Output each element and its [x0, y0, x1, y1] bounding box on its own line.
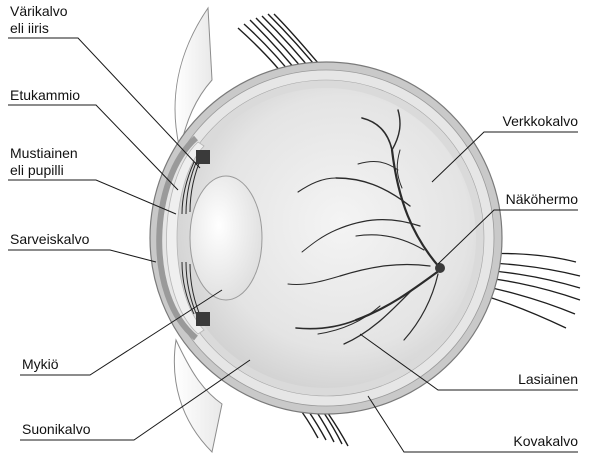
label-nakohermo: Näköhermo [506, 191, 579, 207]
label-mustiainen-line2: eli pupilli [10, 162, 64, 178]
label-verkkokalvo: Verkkokalvo [503, 113, 579, 129]
label-varikalvo-line2: eli iiris [10, 20, 49, 36]
label-lasiainen: Lasiainen [518, 371, 578, 387]
lens [190, 176, 262, 300]
ciliary-body-top [196, 150, 210, 164]
leader-sarveiskalvo [8, 250, 156, 262]
leader-mustiainen [8, 180, 176, 214]
ciliary-body-bottom [196, 312, 210, 326]
label-etukammio: Etukammio [10, 87, 80, 103]
label-varikalvo-line1: Värikalvo [10, 3, 68, 19]
label-mustiainen-line1: Mustiainen [10, 145, 78, 161]
optic-disc [435, 263, 445, 273]
label-suonikalvo: Suonikalvo [22, 421, 91, 437]
label-kovakalvo: Kovakalvo [513, 433, 578, 449]
label-mykio: Mykiö [22, 356, 59, 372]
label-sarveiskalvo: Sarveiskalvo [10, 231, 90, 247]
